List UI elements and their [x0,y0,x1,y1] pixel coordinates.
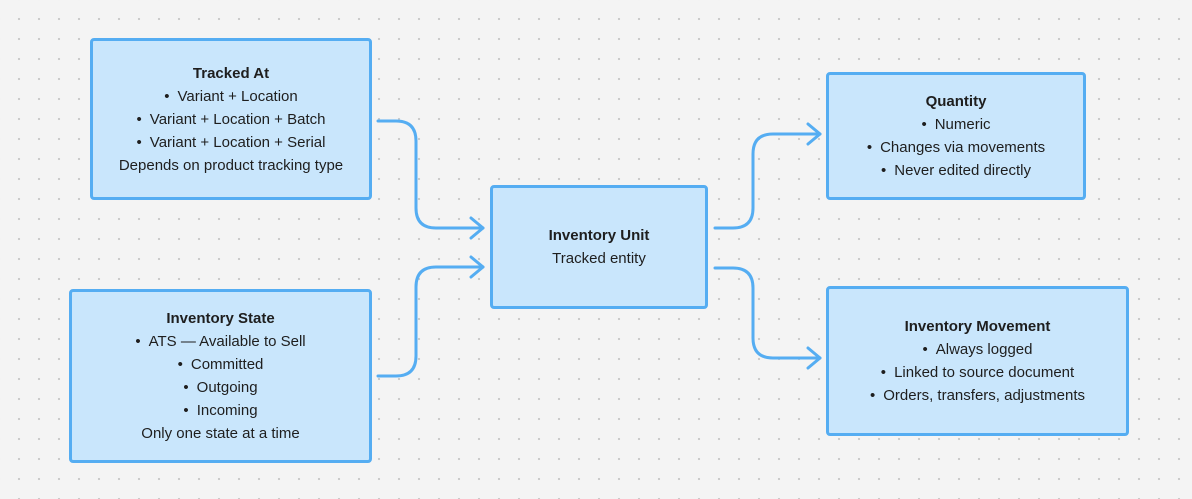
node-tracked-at[interactable]: Tracked At Variant + Location Variant + … [90,38,372,200]
edge-inventory-state-to-inventory-unit [376,265,485,378]
node-inventory-movement[interactable]: Inventory Movement Always logged Linked … [826,286,1129,436]
node-inventory-state[interactable]: Inventory State ATS — Available to Sell … [69,289,372,463]
node-quantity[interactable]: Quantity Numeric Changes via movements N… [826,72,1086,200]
bullet-list: Numeric Changes via movements Never edit… [867,113,1045,182]
bullet-list: Variant + Location Variant + Location + … [137,85,326,154]
list-item: Never edited directly [867,159,1045,182]
node-title: Quantity [925,93,987,110]
list-item: Orders, transfers, adjustments [870,384,1085,407]
list-item: Committed [135,353,305,376]
arrowhead-inventory-movement [806,346,822,370]
list-item: Linked to source document [870,361,1085,384]
list-item: Variant + Location + Batch [137,108,326,131]
list-item: Variant + Location + Serial [137,131,326,154]
node-note: Tracked entity [552,250,646,267]
list-item: Variant + Location [137,85,326,108]
list-item: Always logged [870,338,1085,361]
edge-inventory-unit-to-quantity [713,132,822,230]
node-title: Inventory State [166,310,275,327]
arrowhead-quantity [806,122,822,146]
node-title: Tracked At [192,64,270,82]
arrowhead-tracked-at [469,216,485,240]
list-item: ATS — Available to Sell [135,330,306,353]
list-item: Outgoing [135,376,305,399]
bullet-list: ATS — Available to Sell Committed Outgoi… [135,330,306,422]
list-item: Incoming [135,399,305,422]
list-item: Changes via movements [867,136,1045,159]
node-title: Inventory Movement [904,318,1051,335]
bullet-list: Always logged Linked to source document … [870,338,1085,407]
node-inventory-unit[interactable]: Inventory Unit Tracked entity [490,185,708,309]
list-item: Numeric [867,113,1045,136]
node-note: Depends on product tracking type [118,156,344,174]
edge-tracked-at-to-inventory-unit [376,119,485,230]
arrowhead-inventory-state [469,255,485,279]
node-note: Only one state at a time [141,425,300,442]
node-title: Inventory Unit [548,227,650,244]
edge-inventory-unit-to-inventory-movement [713,266,822,360]
